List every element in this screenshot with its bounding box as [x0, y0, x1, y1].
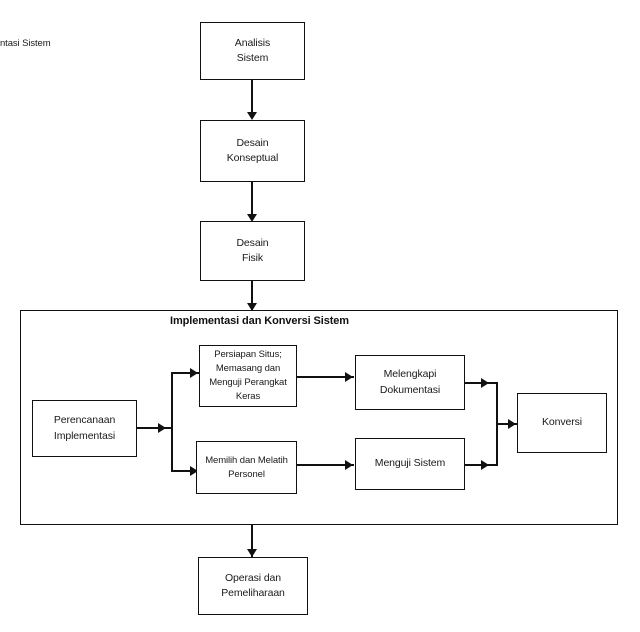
- arrowhead-to-operasi-pemeliharaan: [247, 549, 257, 557]
- node-konversi: Konversi: [517, 393, 607, 453]
- connector-merge-to-konversi: [496, 423, 518, 425]
- arrowhead-to-konversi: [508, 419, 516, 429]
- connector-fisik-to-container: [251, 281, 253, 311]
- connector-personel-to-menguji: [297, 464, 354, 466]
- arrowhead-to-menguji-sistem: [345, 460, 353, 470]
- connector-persiapan-to-dokumentasi: [297, 376, 354, 378]
- node-desain-konseptual: Desain Konseptual: [200, 120, 305, 182]
- node-persiapan-situs: Persiapan Situs; Memasang dan Menguji Pe…: [199, 345, 297, 407]
- connector-perencanaan-branch-vertical: [171, 372, 173, 472]
- arrowhead-perencanaan-split: [158, 423, 166, 433]
- arrowhead-menguji-merge: [481, 460, 489, 470]
- connector-branch-to-personel: [171, 470, 201, 472]
- arrowhead-to-memilih-personel: [190, 466, 198, 476]
- arrowhead-to-implementasi-container: [247, 303, 257, 311]
- connector-branch-to-persiapan: [171, 372, 201, 374]
- connector-konseptual-to-fisik: [251, 182, 253, 220]
- arrowhead-to-desain-fisik: [247, 214, 257, 222]
- node-memilih-melatih-personel: Memilih dan Melatih Personel: [196, 441, 297, 494]
- clipped-edge-label: ntasi Sistem: [0, 38, 51, 49]
- node-melengkapi-dokumentasi: Melengkapi Dokumentasi: [355, 355, 465, 410]
- arrowhead-to-persiapan-situs: [190, 368, 198, 378]
- node-perencanaan-implementasi: Perencanaan Implementasi: [32, 400, 137, 457]
- connector-perencanaan-out: [137, 427, 172, 429]
- container-title: Implementasi dan Konversi Sistem: [170, 315, 349, 327]
- arrowhead-dokumentasi-merge: [481, 378, 489, 388]
- arrowhead-to-melengkapi-dokumentasi: [345, 372, 353, 382]
- node-desain-fisik: Desain Fisik: [200, 221, 305, 281]
- node-operasi-pemeliharaan: Operasi dan Pemeliharaan: [198, 557, 308, 615]
- node-analisis-sistem: Analisis Sistem: [200, 22, 305, 80]
- arrowhead-to-desain-konseptual: [247, 112, 257, 120]
- node-menguji-sistem: Menguji Sistem: [355, 438, 465, 490]
- connector-analisis-to-konseptual: [251, 80, 253, 118]
- connector-container-to-operasi: [251, 525, 253, 557]
